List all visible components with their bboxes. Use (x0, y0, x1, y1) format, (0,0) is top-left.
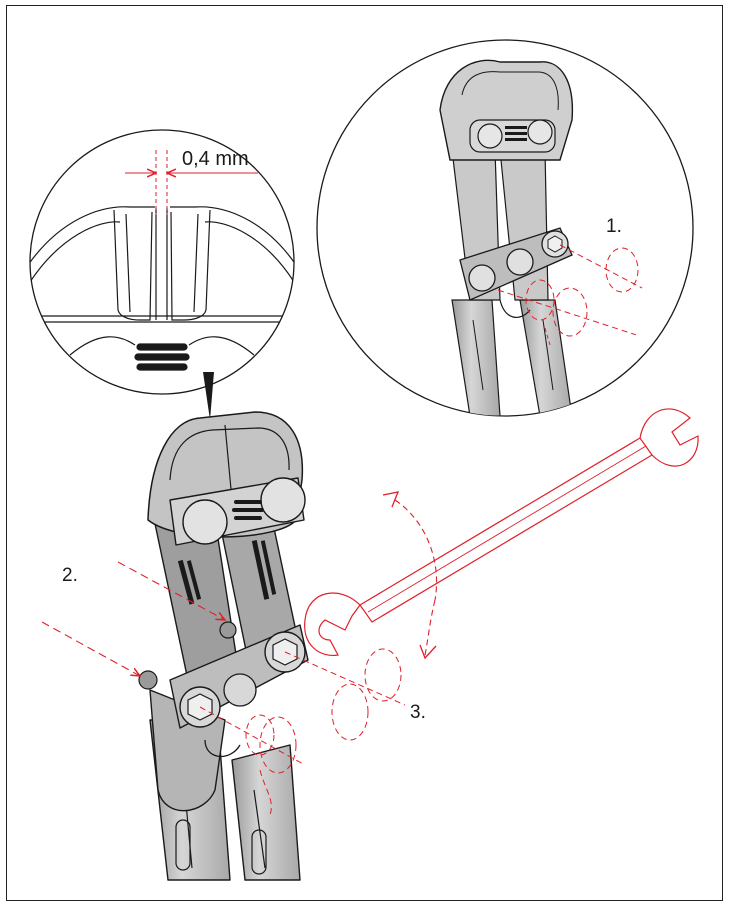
step-label-3: 3. (410, 702, 426, 723)
step-3-adjust-marks (199, 648, 406, 816)
step-2-arrows (41, 561, 225, 676)
gap-dimension-label: 0,4 mm (182, 148, 249, 170)
step-label-1: 1. (606, 216, 622, 237)
bolt-cutter-main (138, 411, 309, 881)
wrench-outline (304, 408, 699, 657)
detail-circle-blade-gap (29, 129, 295, 420)
step-label-2: 2. (62, 565, 78, 586)
detail-circle-step-1 (316, 39, 694, 417)
rotation-arrows (394, 499, 438, 656)
